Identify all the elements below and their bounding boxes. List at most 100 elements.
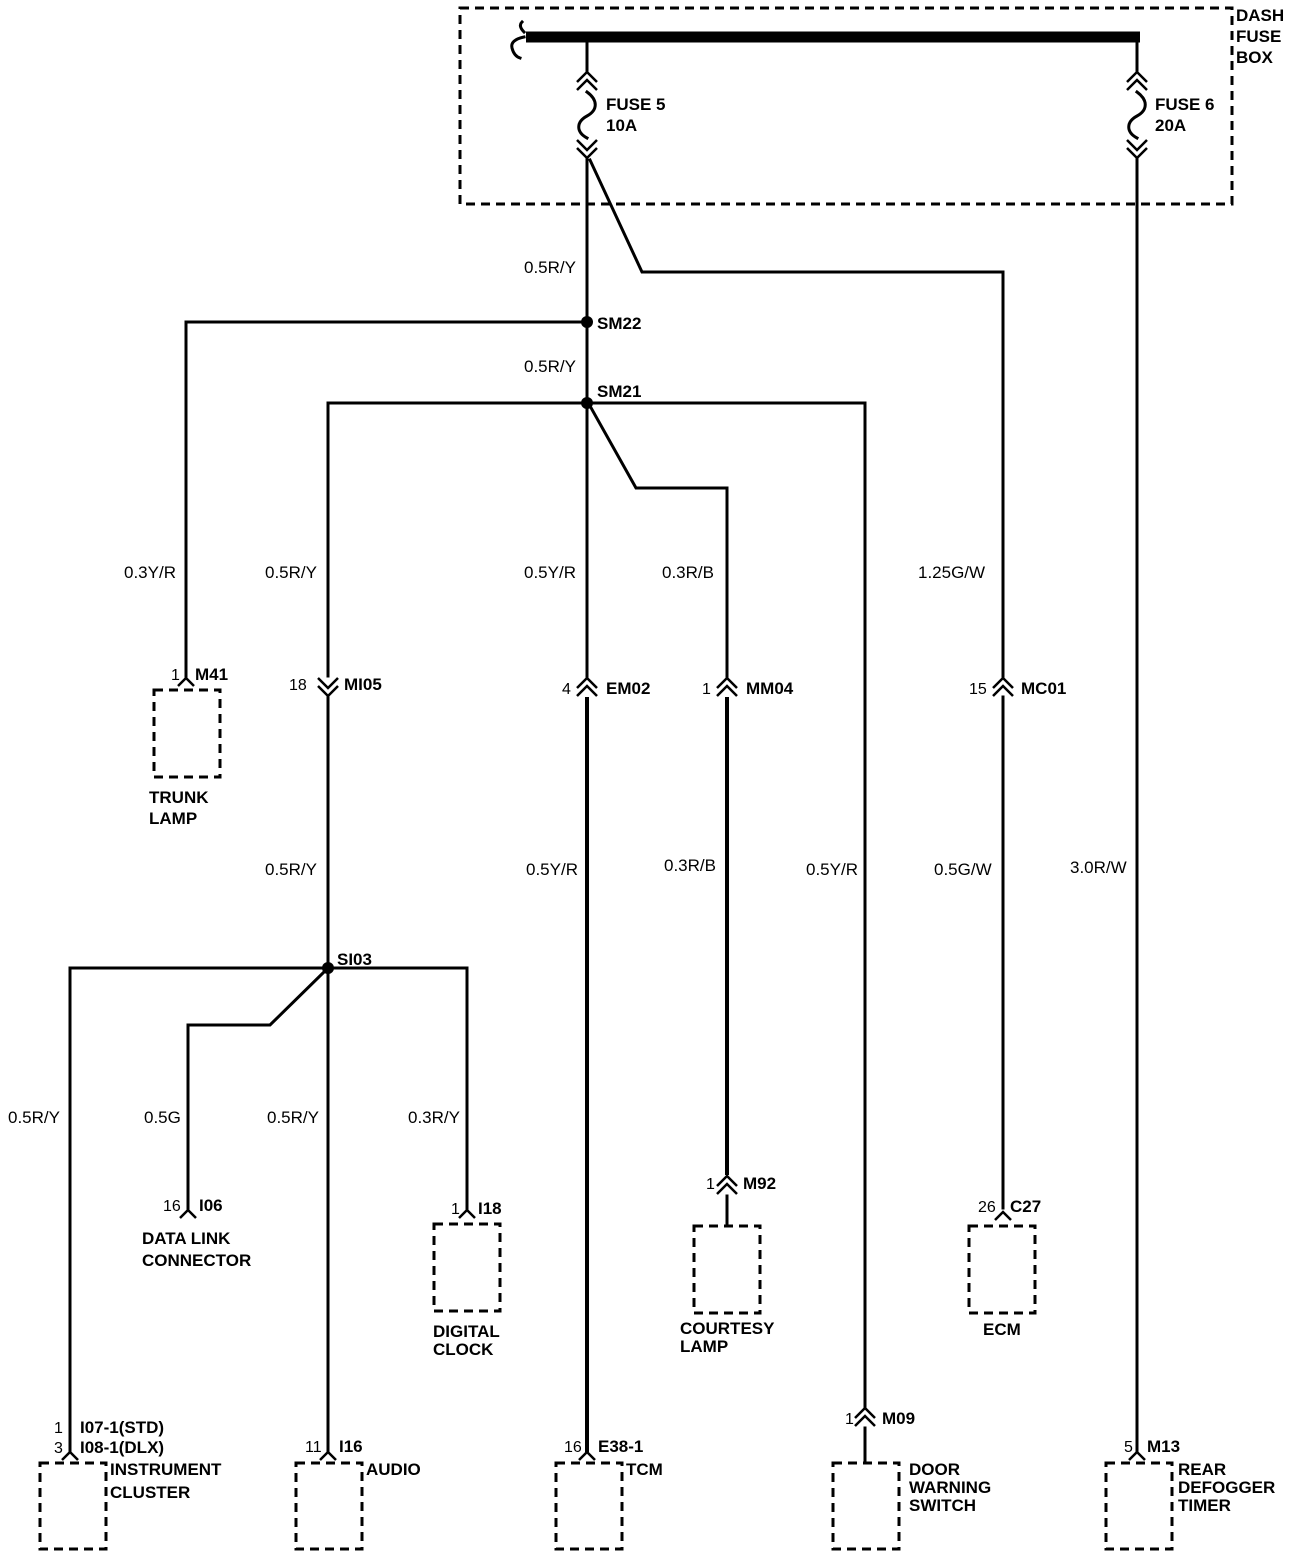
digital-clock-box [432, 1222, 502, 1313]
fuse-box-label-1: DASH [1236, 6, 1284, 25]
bus-feed-hook [510, 35, 526, 60]
wire-label-dlc: 0.5G [144, 1108, 181, 1127]
connector-m92-icon [716, 1174, 738, 1195]
m09-id: M09 [882, 1409, 915, 1428]
e38-id: E38-1 [598, 1437, 643, 1456]
rear-defogger-label-1: REAR [1178, 1460, 1226, 1479]
m13-pin: 5 [1124, 1439, 1133, 1456]
wire-label-mi05-down: 0.5R/Y [265, 860, 317, 879]
wire-label-door: 0.5Y/R [806, 860, 858, 879]
wire-label-mi05-up: 0.5R/Y [265, 563, 317, 582]
i07-id: I07-1(STD) [80, 1418, 164, 1437]
connector-i06-icon [179, 1208, 197, 1219]
connector-i16-icon [319, 1450, 337, 1461]
wire-sm21-to-mm04 [587, 403, 729, 678]
fuse5-bottom-chevron [576, 139, 598, 160]
audio-box [294, 1461, 364, 1551]
trunk-lamp-label-2: LAMP [149, 809, 197, 828]
wire-si03-to-i06 [186, 967, 329, 1210]
fuse6-top-chevron [1126, 70, 1148, 91]
wire-sm21-to-m09 [585, 401, 867, 1409]
em02-id: EM02 [606, 679, 650, 698]
wire-fuse5-to-mc01 [588, 158, 1005, 678]
fuse-box-label-2: FUSE [1236, 27, 1281, 46]
mc01-id: MC01 [1021, 679, 1066, 698]
wire-si03-to-i18 [326, 966, 469, 1210]
connector-m09-icon [854, 1406, 876, 1427]
wire-label-clock: 0.3R/Y [408, 1108, 460, 1127]
m92-id: M92 [743, 1174, 776, 1193]
mm04-id: MM04 [746, 679, 794, 698]
mi05-id: MI05 [344, 675, 382, 694]
i06-pin: 16 [163, 1198, 181, 1215]
mc01-pin: 15 [969, 681, 987, 698]
m92-pin: 1 [706, 1176, 715, 1193]
i16-pin: 11 [305, 1439, 322, 1456]
data-link-label-1: DATA LINK [142, 1229, 231, 1248]
m09-pin: 1 [845, 1411, 854, 1428]
wire-si03-to-cluster [68, 966, 330, 1454]
i08-pin: 3 [54, 1440, 63, 1457]
splice-sm22-label: SM22 [597, 314, 641, 333]
rear-defogger-label-3: TIMER [1178, 1496, 1231, 1515]
c27-pin: 26 [978, 1199, 996, 1216]
wire-label-mm04-up: 0.3R/B [662, 563, 714, 582]
connector-e38-icon [578, 1450, 596, 1461]
mi05-pin: 18 [289, 677, 307, 694]
i18-pin: 1 [451, 1201, 460, 1218]
dash-fuse-box-outline [458, 6, 1234, 206]
connector-m13-icon [1128, 1450, 1146, 1461]
bus-feed-tick [518, 19, 527, 35]
i08-id: I08-1(DLX) [80, 1438, 164, 1457]
wire-label-sm21-in: 0.5R/Y [524, 357, 576, 376]
connector-mi05-icon [317, 677, 339, 698]
m41-pin: 1 [171, 667, 180, 684]
rear-defogger-box [1104, 1461, 1174, 1551]
i16-id: I16 [339, 1437, 363, 1456]
splice-si03-label: SI03 [337, 950, 372, 969]
connector-em02-icon [576, 676, 598, 697]
tcm-box [554, 1461, 624, 1551]
instrument-cluster-label-1: INSTRUMENT [110, 1460, 222, 1479]
tcm-label: TCM [626, 1460, 663, 1479]
wire-label-audio: 0.5R/Y [267, 1108, 319, 1127]
c27-id: C27 [1010, 1197, 1041, 1216]
data-link-label-2: CONNECTOR [142, 1251, 251, 1270]
fuse5-top-chevron [576, 70, 598, 91]
wire-label-cluster: 0.5R/Y [8, 1108, 60, 1127]
courtesy-lamp-label-2: LAMP [680, 1337, 728, 1356]
wire-label-mc01-up: 1.25G/W [918, 563, 985, 582]
door-switch-label-1: DOOR [909, 1460, 960, 1479]
fuse6-rating: 20A [1155, 116, 1186, 135]
i07-pin: 1 [54, 1420, 63, 1437]
fuse6-name: FUSE 6 [1155, 95, 1215, 114]
connector-mm04-icon [716, 676, 738, 697]
fuse5-rating: 10A [606, 116, 637, 135]
mm04-pin: 1 [702, 681, 711, 698]
instrument-cluster-label-2: CLUSTER [110, 1483, 190, 1502]
courtesy-lamp-box [692, 1224, 762, 1315]
em02-pin: 4 [562, 681, 571, 698]
connector-c27-icon [994, 1210, 1012, 1221]
wire-label-sm22-in: 0.5R/Y [524, 258, 576, 277]
wire-label-trunk: 0.3Y/R [124, 563, 176, 582]
connector-i18-icon [458, 1208, 476, 1219]
m13-id: M13 [1147, 1437, 1180, 1456]
wire-label-em02-up: 0.5Y/R [524, 563, 576, 582]
digital-clock-label-2: CLOCK [433, 1340, 494, 1359]
ecm-label: ECM [983, 1320, 1021, 1339]
rear-defogger-label-2: DEFOGGER [1178, 1478, 1275, 1497]
trunk-lamp-label-1: TRUNK [149, 788, 209, 807]
wire-label-mc01-down: 0.5G/W [934, 860, 992, 879]
i18-id: I18 [478, 1199, 502, 1218]
fuse-box-label-3: BOX [1236, 48, 1274, 67]
wire-label-em02-down: 0.5Y/R [526, 860, 578, 879]
m41-id: M41 [195, 665, 228, 684]
wire-sm21-to-mi05 [326, 401, 589, 678]
trunk-lamp-box [152, 688, 222, 779]
digital-clock-label-1: DIGITAL [433, 1322, 500, 1341]
connector-i07-i08-icon [61, 1450, 79, 1461]
door-switch-label-3: SWITCH [909, 1496, 976, 1515]
courtesy-lamp-label-1: COURTESY [680, 1319, 775, 1338]
